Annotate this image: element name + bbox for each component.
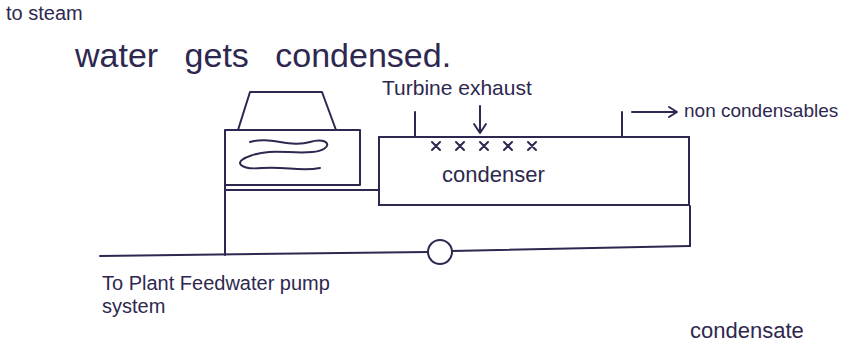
note-text: To Plant Feedwater pump system — [102, 272, 392, 318]
node-text: condenser — [442, 162, 545, 188]
condenser-box: condenser — [378, 136, 690, 206]
callout-label: non condensables — [684, 100, 854, 122]
callout-label: Turbine exhaust — [382, 76, 602, 100]
note-text: to steam — [6, 2, 206, 25]
note-text: water gets condensed. — [75, 36, 635, 75]
note-text: condensate — [690, 318, 840, 343]
